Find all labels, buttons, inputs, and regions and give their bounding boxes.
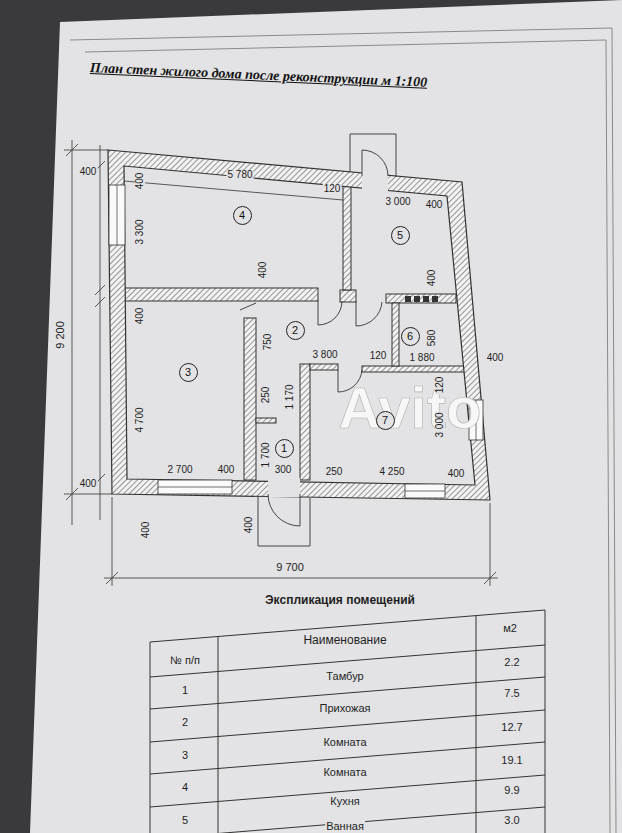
table-cell: 3 — [181, 750, 189, 761]
dimension-label: 400 — [141, 521, 151, 540]
room-number: 5 — [397, 230, 403, 241]
room-number-circle: 7 — [376, 411, 395, 430]
dimension-label: 3 800 — [311, 350, 338, 360]
table-heading: Экспликация помещений — [264, 594, 416, 606]
room-number-circle: 1 — [275, 439, 294, 458]
table-cell: 3.0 — [503, 815, 520, 826]
dimension-label: 5 780 — [226, 170, 253, 180]
room-number: 4 — [239, 210, 245, 221]
dimension-label: 400 — [258, 261, 268, 280]
room-number-circle: 6 — [401, 327, 420, 346]
dimension-label: 120 — [435, 376, 445, 395]
dimension-label: 250 — [325, 467, 344, 477]
room-number-circle: 2 — [286, 321, 305, 340]
room-number-circle: 3 — [179, 363, 198, 382]
table-cell: 2 — [181, 717, 189, 728]
table-cell: 19.1 — [500, 755, 523, 766]
dimension-label: 4 700 — [135, 406, 145, 433]
dimension-label: 250 — [261, 386, 271, 405]
dimension-label: 3 000 — [384, 197, 411, 207]
dimension-label: 400 — [79, 479, 98, 489]
table-cell: 12.7 — [500, 722, 523, 733]
table-cell: 4 — [181, 782, 189, 793]
dimension-label: 4 250 — [378, 467, 405, 477]
dimension-label: 1 170 — [285, 383, 295, 410]
dimension-label: 2 700 — [166, 465, 193, 475]
room-number: 7 — [382, 415, 388, 426]
table-cell: Наименование — [302, 634, 387, 646]
dimension-label: 750 — [263, 333, 273, 352]
table-cell: 1 — [181, 685, 189, 696]
dimension-label: 400 — [486, 353, 505, 363]
table-cell: 5 — [181, 815, 189, 826]
dimension-label: 400 — [447, 469, 466, 479]
dimension-label: 400 — [244, 516, 254, 535]
dimension-label: 1 700 — [261, 441, 271, 468]
dimension-label: 400 — [79, 167, 98, 177]
table-cell: 7.5 — [503, 688, 520, 699]
dimension-label: 400 — [135, 172, 145, 191]
dimension-label: 9 200 — [55, 320, 66, 350]
table-cell: Прихожая — [319, 703, 372, 714]
table-cell: Комната — [322, 737, 367, 748]
dimension-label: 120 — [323, 184, 342, 194]
room-number-circle: 4 — [233, 206, 252, 225]
table-cell: 9.9 — [503, 785, 520, 796]
dimension-label: 580 — [427, 329, 437, 348]
room-number: 3 — [185, 367, 191, 378]
table-cell: Ванная — [325, 821, 365, 832]
table-cell: 2.2 — [503, 657, 520, 668]
dimension-label: 1 880 — [408, 353, 435, 363]
room-number-circle: 5 — [391, 226, 410, 245]
dimension-label: 9 700 — [275, 562, 305, 573]
room-number: 1 — [281, 443, 287, 454]
dimension-label: 400 — [217, 465, 236, 475]
watermark: Avito — [338, 379, 483, 437]
dimension-label: 400 — [135, 307, 145, 326]
table-cell: м2 — [502, 623, 518, 634]
table-cell: Комната — [322, 767, 367, 778]
dimension-label: 120 — [369, 351, 388, 361]
dimension-label: 3 000 — [435, 411, 445, 438]
dimension-label: 400 — [425, 200, 444, 210]
dimension-label: 300 — [274, 465, 293, 475]
room-number: 6 — [407, 331, 413, 342]
dimension-label: 400 — [427, 269, 437, 288]
dimension-label: 3 300 — [135, 218, 145, 245]
room-number: 2 — [292, 325, 298, 336]
table-cell: Тамбур — [325, 671, 364, 682]
table-cell: № п/п — [169, 655, 201, 666]
table-cell: Кухня — [329, 796, 360, 807]
